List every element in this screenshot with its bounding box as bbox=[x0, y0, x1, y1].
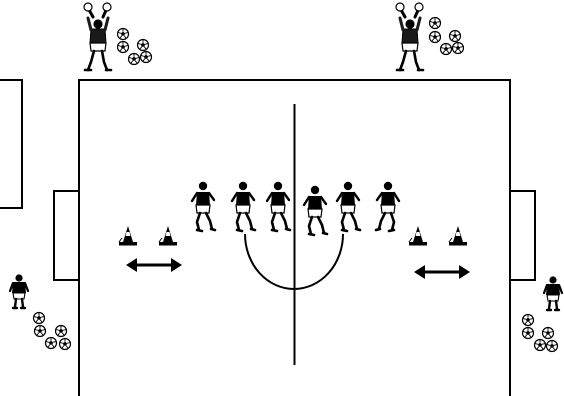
soccer-ball-icon bbox=[33, 324, 47, 338]
goalkeeper-icon bbox=[82, 1, 113, 72]
center-arc bbox=[244, 233, 344, 290]
soccer-ball-icon bbox=[32, 311, 46, 325]
soccer-ball-icon bbox=[428, 16, 442, 30]
soccer-ball-icon bbox=[58, 337, 72, 351]
soccer-ball-icon bbox=[448, 29, 462, 43]
soccer-ball-icon bbox=[136, 38, 150, 52]
soccer-ball-icon bbox=[541, 326, 555, 340]
training-cone-icon bbox=[158, 225, 178, 246]
soccer-ball-icon bbox=[116, 27, 130, 41]
soccer-ball-icon bbox=[127, 52, 141, 66]
soccer-ball-icon bbox=[521, 326, 535, 340]
soccer-ball-icon bbox=[545, 339, 559, 353]
double-headed-arrow-icon bbox=[124, 256, 184, 274]
soccer-ball-icon bbox=[439, 42, 453, 56]
soccer-ball-icon bbox=[139, 50, 153, 64]
light-shirt-player-icon bbox=[190, 180, 217, 233]
soccer-ball-icon bbox=[521, 313, 535, 327]
light-shirt-player-icon bbox=[335, 180, 362, 233]
dark-shirt-player-icon bbox=[265, 180, 292, 233]
right-goal bbox=[509, 190, 536, 281]
soccer-ball-icon bbox=[116, 40, 130, 54]
left-penalty-box-edge bbox=[0, 79, 23, 209]
soccer-ball-icon bbox=[451, 41, 465, 55]
soccer-ball-icon bbox=[44, 336, 58, 350]
soccer-ball-icon bbox=[533, 338, 547, 352]
pitch-markings bbox=[0, 79, 536, 396]
double-headed-arrow-icon bbox=[412, 263, 472, 281]
soccer-ball-icon bbox=[54, 324, 68, 338]
dark-shirt-player-icon bbox=[230, 180, 257, 233]
training-cone-icon bbox=[408, 225, 428, 246]
goalkeeper-icon bbox=[8, 273, 30, 310]
soccer-ball-icon bbox=[428, 30, 442, 44]
goalkeeper-icon bbox=[542, 275, 564, 312]
training-cone-icon bbox=[118, 225, 138, 246]
dark-shirt-player-icon bbox=[374, 180, 401, 233]
training-cone-icon bbox=[448, 225, 468, 246]
goalkeeper-icon bbox=[394, 1, 425, 72]
light-shirt-player-icon bbox=[302, 184, 329, 237]
left-goal bbox=[53, 190, 80, 281]
